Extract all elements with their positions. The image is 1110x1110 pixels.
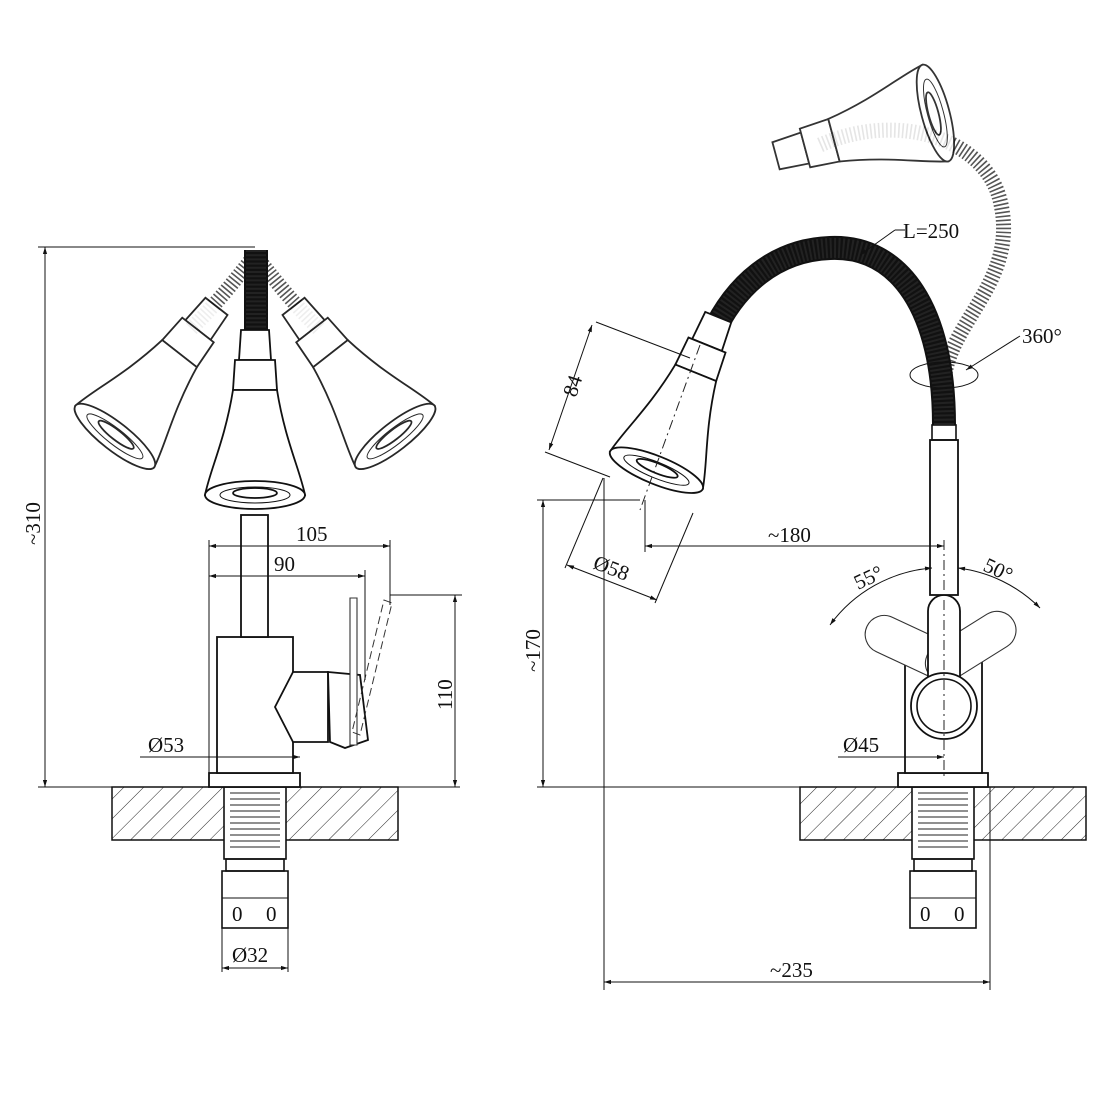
front-view: 0 0 ~310 105 90 110 Ø [21,246,462,972]
spray-head [603,297,766,503]
left-angle-dimension: 55° [850,560,887,594]
hose-length-label: L=250 [903,219,959,243]
rotation-label: 360° [1022,324,1062,348]
spout-stem [929,439,959,596]
base-flange [208,772,301,788]
body-diameter-dimension: Ø45 [843,733,879,757]
head-diameter-dimension: Ø58 [590,550,632,585]
handle-lever [327,671,369,749]
spout-height-dimension: ~170 [521,629,545,672]
fitting-mark: 0 [266,902,277,926]
hose-fitting [221,870,289,929]
right-angle-dimension: 50° [980,553,1017,587]
side-view: 0 0 360° L=250 84 [521,60,1087,990]
fitting-mark: 0 [232,902,243,926]
reach-dimension: 105 [296,522,328,546]
total-depth-dimension: ~235 [770,958,813,982]
handle-height-dimension: 110 [433,679,457,710]
spray-head [204,329,306,510]
fitting-mark: 0 [954,902,965,926]
thread-diameter-dimension: Ø32 [232,943,268,967]
base-diameter-dimension: Ø53 [148,733,184,757]
height-dimension: ~310 [21,502,45,545]
fitting-mark: 0 [920,902,931,926]
spout-reach-dimension: ~180 [768,523,811,547]
head-length-dimension: 84 [558,372,587,400]
handle-reach-dimension: 90 [274,552,295,576]
handle-base [273,671,329,743]
